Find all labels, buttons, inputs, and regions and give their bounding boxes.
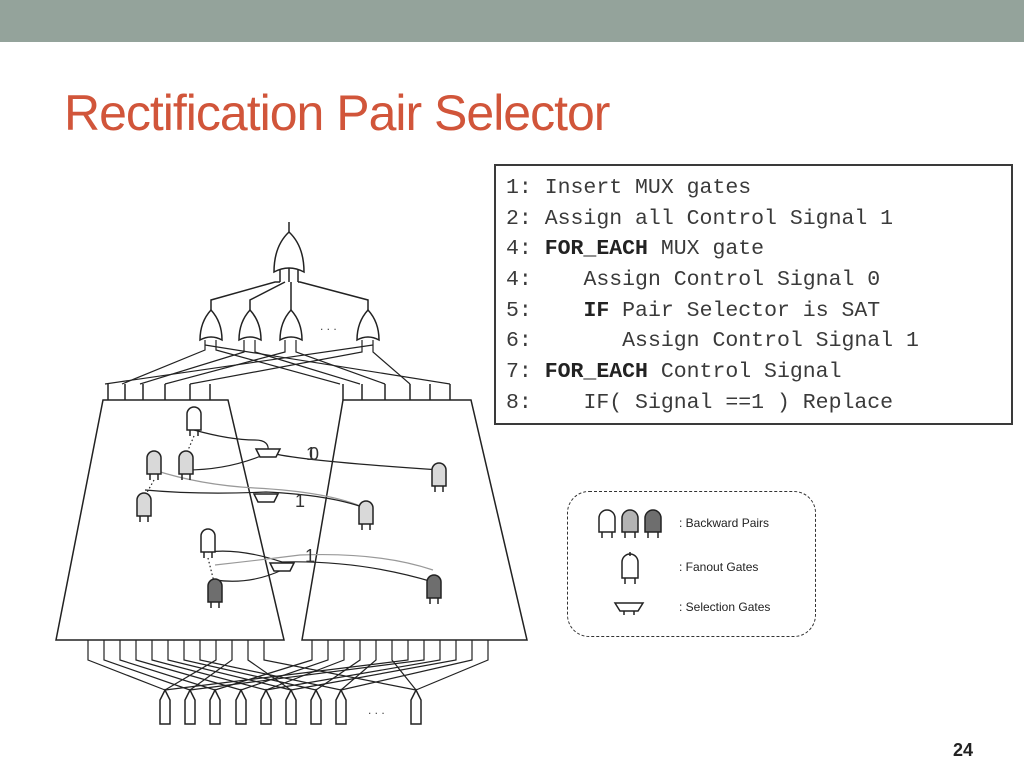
selection-gate-icon [268, 562, 296, 572]
pseudocode-line: 5: IF Pair Selector is SAT [506, 298, 881, 323]
right-subcircuit [301, 399, 528, 641]
pseudocode-line: 8: IF( Signal ==1 ) Replace [506, 390, 894, 415]
or-gate-icon [238, 308, 262, 342]
control-signal-label: 1 [305, 546, 315, 566]
pseudocode-line: 7: FOR_EACH Control Signal [506, 360, 842, 385]
input-pin-icon [184, 688, 196, 725]
control-signal-label: 1 [295, 491, 305, 511]
backward-pair-gate-icon [358, 500, 374, 525]
selection-gate-icon [252, 493, 280, 503]
ellipsis-bottom: . . . [368, 703, 385, 717]
input-pin-icon [285, 688, 297, 725]
pseudocode-box: 1: Insert MUX gates 2: Assign all Contro… [494, 164, 1013, 425]
backward-pair-gate-icon [136, 492, 152, 517]
input-pin-icon [235, 688, 247, 725]
control-signal-label: 0 [309, 444, 319, 464]
fanout-gate-icon [621, 553, 639, 579]
input-pin-icon [310, 688, 322, 725]
backward-pair-gate-icon [178, 450, 194, 475]
pseudocode-line: 4: FOR_EACH MUX gate [506, 237, 765, 262]
selection-gate-icon [613, 602, 645, 612]
backward-pair-light-icon [598, 509, 616, 533]
fanout-gate-icon [200, 528, 216, 553]
or-gate-icon [279, 308, 303, 342]
fanout-gate-icon [186, 406, 202, 431]
or-gate-icon [199, 308, 223, 342]
pseudocode-line: 6: Assign Control Signal 1 [506, 329, 919, 354]
input-pin-icon [209, 688, 221, 725]
backward-pair-gate-icon [426, 574, 442, 599]
input-pin-icon [335, 688, 347, 725]
backward-pair-gate-icon [431, 462, 447, 487]
control-signal-label: 1 [306, 444, 316, 464]
page-number: 24 [953, 740, 974, 760]
pseudocode-line: 2: Assign all Control Signal 1 [506, 206, 894, 231]
header-band [0, 0, 1024, 42]
left-subcircuit [55, 399, 285, 641]
pseudocode-line: 1: Insert MUX gates [506, 176, 752, 200]
legend-fanout-gates-label: : Fanout Gates [679, 560, 759, 574]
pseudocode-line: 4: Assign Control Signal 0 [506, 268, 881, 293]
slide-title: Rectification Pair Selector [64, 85, 610, 141]
or-gate-icon [356, 308, 380, 342]
backward-pair-mid-icon [621, 509, 639, 533]
legend-box [567, 491, 816, 637]
input-pin-icon [410, 688, 422, 725]
selection-gate-icon [254, 448, 282, 458]
backward-pair-dark-icon [644, 509, 662, 533]
backward-pair-gate-icon [146, 450, 162, 475]
legend-selection-gates-label: : Selection Gates [679, 600, 771, 614]
ellipsis-top: . . . [320, 319, 337, 333]
input-pin-icon [159, 688, 171, 725]
backward-pair-gate-icon [207, 578, 223, 603]
legend-backward-pairs-label: : Backward Pairs [679, 516, 770, 530]
input-pin-icon [260, 688, 272, 725]
